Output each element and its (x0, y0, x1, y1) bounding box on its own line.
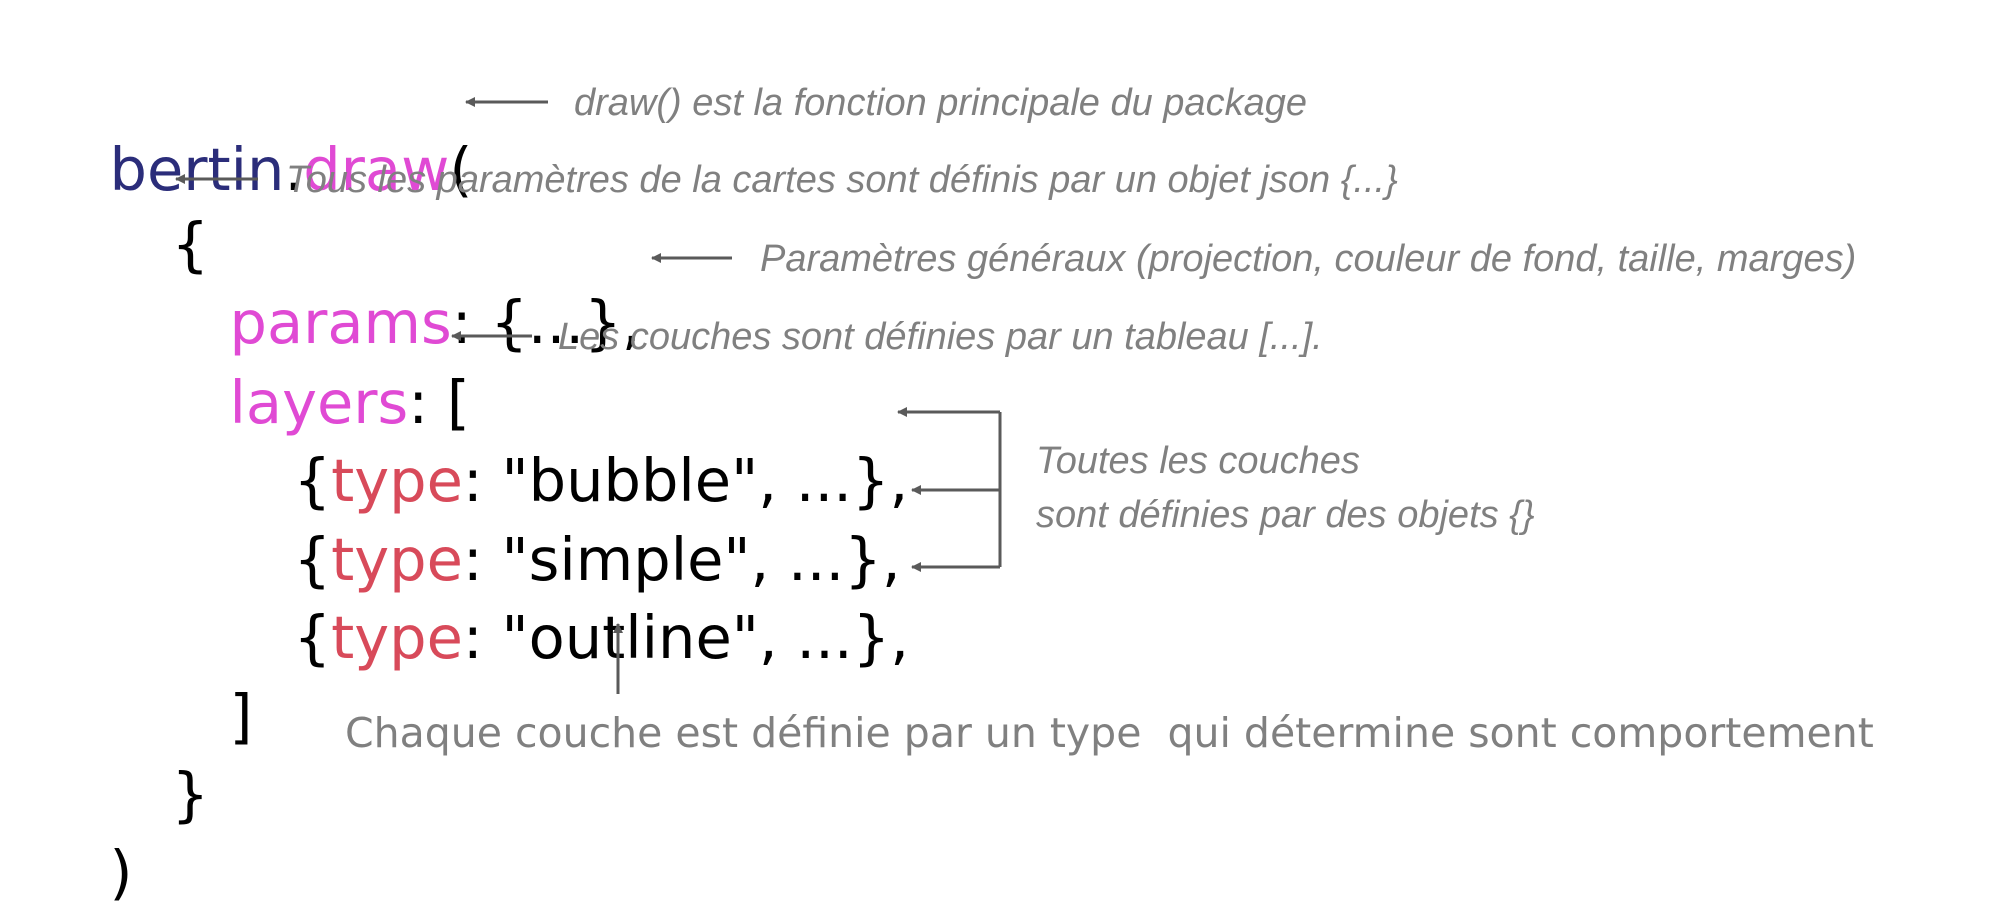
annotation-params: Paramètres généraux (projection, couleur… (760, 238, 1857, 280)
code-line-layers: layers: [ (192, 298, 470, 438)
code-layer-open: { (293, 446, 332, 515)
code-layer-outline: {type: "outline", ...}, (256, 533, 909, 673)
code-layer-rest: : "simple", ...}, (462, 525, 901, 594)
code-layer-bubble: {type: "bubble", ...}, (256, 376, 909, 516)
code-params-key: params (229, 288, 452, 357)
code-line-close-brace: } (134, 690, 210, 830)
code-layers-key: layers (229, 368, 409, 437)
code-layer-simple: {type: "simple", ...}, (256, 455, 901, 595)
annotation-objects-line2: sont définies par des objets {} (1036, 494, 1535, 536)
code-layers-value: : [ (408, 368, 470, 437)
code-layer-open: { (293, 525, 332, 594)
code-object: bertin (109, 135, 285, 204)
code-layer-rest: : "outline", ...}, (462, 603, 909, 672)
code-method: draw (303, 135, 450, 204)
code-layer-type-key: type (331, 525, 463, 594)
code-layer-rest: : "bubble", ...}, (462, 446, 909, 515)
code-open-brace: { (171, 210, 210, 279)
code-layer-type-key: type (331, 446, 463, 515)
code-close-brace: } (171, 760, 210, 829)
annotation-json: Tous les paramètres de la cartes sont dé… (286, 159, 1398, 201)
code-line-close-bracket: ] (192, 612, 253, 752)
annotation-layers: Les couches sont définies par un tableau… (558, 316, 1323, 358)
code-close-bracket: ] (229, 682, 253, 751)
code-layer-type-key: type (331, 603, 463, 672)
code-line-open-brace: { (134, 140, 210, 280)
code-layer-open: { (293, 603, 332, 672)
code-line-draw: bertin.draw( (72, 65, 473, 205)
annotation-type: Chaque couche est définie par un type qu… (345, 709, 1874, 757)
annotation-objects-line1: Toutes les couches (1036, 440, 1360, 482)
code-line-close-paren: ) (72, 768, 133, 908)
code-close-paren: ) (109, 838, 133, 907)
code-dot: . (284, 135, 304, 204)
code-open-paren: ( (449, 135, 473, 204)
annotation-draw: draw() est la fonction principale du pac… (574, 82, 1307, 124)
